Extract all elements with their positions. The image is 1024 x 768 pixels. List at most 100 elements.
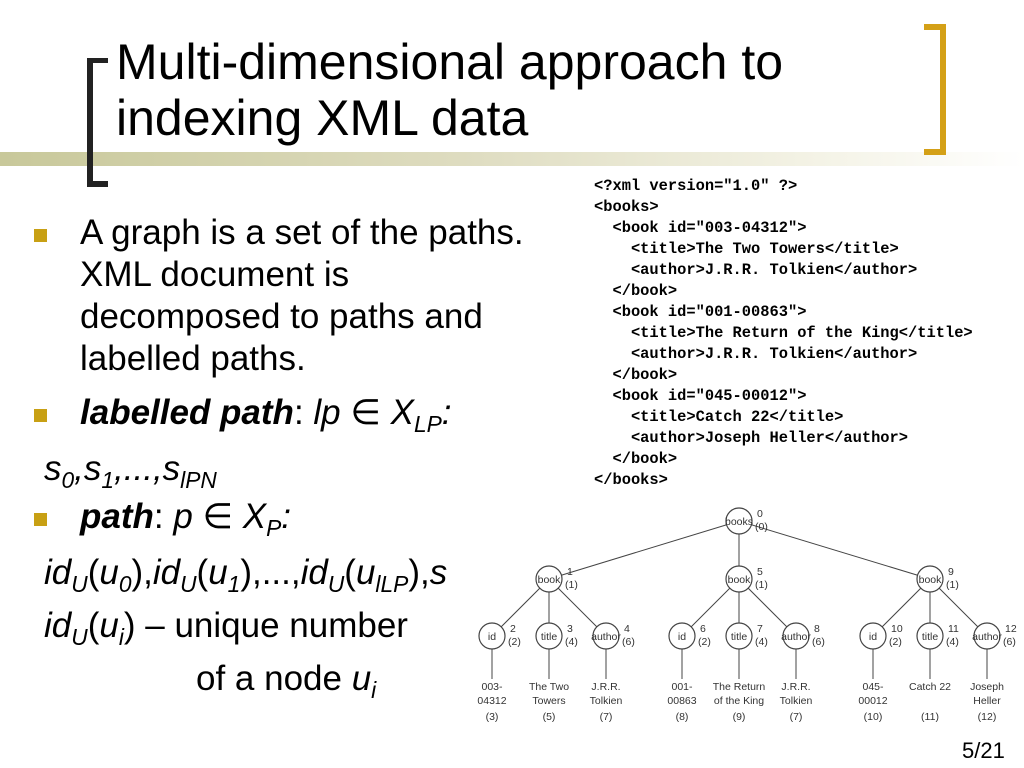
tree-node-books-circle xyxy=(725,507,753,535)
tree-node-author-id: 8 xyxy=(814,623,820,635)
title-band xyxy=(0,152,1024,166)
tree-node-title-num: (4) xyxy=(565,636,578,648)
path-sequence: idU(u0),idU(u1),...,idU(ulLP),s xyxy=(44,553,448,597)
edge-root-book xyxy=(738,520,931,580)
tree-node-title-id: 3 xyxy=(567,623,573,635)
tree-node-id-id: 2 xyxy=(510,623,516,635)
tree-node-title-label: title xyxy=(541,631,558,643)
tree-value-line: Heller xyxy=(973,695,1001,707)
tree-node-author-id: 12 xyxy=(1005,623,1017,635)
tree-value-line: of the King xyxy=(714,695,764,707)
tree-value-line: The Return xyxy=(713,681,766,693)
tree-value-line: Tolkien xyxy=(780,695,813,707)
tree-value-line: Joseph xyxy=(970,681,1004,693)
tree-node-book-num: (1) xyxy=(565,579,578,591)
uid-definition: idU(ui) – unique number xyxy=(44,606,408,650)
tree-node-title-num: (4) xyxy=(755,636,768,648)
tree-node-books-label: books xyxy=(725,516,753,528)
tree-node-book-label: book xyxy=(919,574,943,586)
tree-node-title-label: title xyxy=(922,631,939,643)
tree-node-id-num: (2) xyxy=(889,636,902,648)
tree-node-author-circle xyxy=(592,622,620,650)
tree-node-book-id: 9 xyxy=(948,566,954,578)
tree-value-num: (7) xyxy=(600,711,613,723)
xml-code-block: <?xml version="1.0" ?> <books> <book id=… xyxy=(594,177,973,489)
tree-value-line: 001- xyxy=(671,681,693,693)
tree-node-title-circle xyxy=(916,622,944,650)
labelled-path-term: labelled path xyxy=(80,393,294,432)
tree-node-book-circle xyxy=(535,565,563,593)
tree-value-line: 00012 xyxy=(858,695,887,707)
uid-description: – unique number xyxy=(145,606,408,645)
tree-value-line: J.R.R. xyxy=(781,681,810,693)
path-term: path xyxy=(80,497,154,536)
tree-node-book-label: book xyxy=(538,574,562,586)
tree-value-line: The Two xyxy=(529,681,569,693)
tree-value-line: Catch 22 xyxy=(909,681,951,693)
tree-value-num: (9) xyxy=(733,711,746,723)
tree-node-id-num: (2) xyxy=(508,636,521,648)
tree-node-author-label: author xyxy=(591,631,621,643)
tree-value-line: 04312 xyxy=(477,695,506,707)
bullet-marker xyxy=(34,409,47,422)
tree-node-book-label: book xyxy=(728,574,752,586)
tree-node-title-circle xyxy=(535,622,563,650)
tree-node-id-circle xyxy=(859,622,887,650)
page-number: 5/21 xyxy=(962,738,1005,763)
tree-value-line: 045- xyxy=(862,681,884,693)
tree-node-author-label: author xyxy=(781,631,811,643)
tree-node-books-num: (0) xyxy=(755,521,768,533)
bullet-graph-paths: A graph is a set of the paths. XML docum… xyxy=(80,213,524,378)
tree-node-author-circle xyxy=(782,622,810,650)
tree-node-title-num: (4) xyxy=(946,636,959,648)
tree-node-id-id: 6 xyxy=(700,623,706,635)
tree-node-author-label: author xyxy=(972,631,1002,643)
tree-node-title-id: 11 xyxy=(948,623,959,635)
uid-description-2: of a node xyxy=(196,659,342,698)
tree-node-book-circle xyxy=(916,565,944,593)
tree-node-book-id: 1 xyxy=(567,566,573,578)
tree-node-author-id: 4 xyxy=(624,623,630,635)
tree-value-num: (5) xyxy=(543,711,556,723)
bullet-path: path: p ∈ XP: xyxy=(80,497,292,541)
slide-title: Multi-dimensional approach to indexing X… xyxy=(116,34,784,146)
bullet-marker xyxy=(34,513,47,526)
tree-value-line: 003- xyxy=(481,681,503,693)
tree-value-line: J.R.R. xyxy=(591,681,620,693)
tree-value-num: (12) xyxy=(978,711,997,723)
tree-value-num: (7) xyxy=(790,711,803,723)
bullet-labelled-path: labelled path: lp ∈ XLP: xyxy=(80,393,452,437)
tree-value-line: Towers xyxy=(532,695,565,707)
tree-node-id-circle xyxy=(668,622,696,650)
tree-node-id-label: id xyxy=(869,631,877,643)
tree-node-title-label: title xyxy=(731,631,748,643)
edge-root-book xyxy=(548,520,740,580)
tree-node-author-num: (6) xyxy=(622,636,635,648)
tree-value-line: Tolkien xyxy=(590,695,623,707)
tree-value-num: (8) xyxy=(676,711,689,723)
uid-definition-cont: of a node ui xyxy=(196,659,377,703)
tree-node-id-label: id xyxy=(678,631,686,643)
left-bracket xyxy=(87,58,108,187)
tree-value-line: 00863 xyxy=(667,695,696,707)
tree-node-books-id: 0 xyxy=(757,508,763,520)
labelled-path-sequence: s0,s1,...,slPN xyxy=(44,449,217,493)
tree-node-id-label: id xyxy=(488,631,496,643)
tree-node-book-num: (1) xyxy=(946,579,959,591)
tree-node-book-id: 5 xyxy=(757,566,763,578)
tree-node-author-num: (6) xyxy=(812,636,825,648)
tree-value-num: (11) xyxy=(921,711,939,723)
tree-node-title-id: 7 xyxy=(757,623,763,635)
tree-node-id-id: 10 xyxy=(891,623,903,635)
tree-node-title-circle xyxy=(725,622,753,650)
tree-node-book-circle xyxy=(725,565,753,593)
tree-node-author-num: (6) xyxy=(1003,636,1016,648)
tree-node-id-num: (2) xyxy=(698,636,711,648)
bullet-marker xyxy=(34,229,47,242)
tree-node-book-num: (1) xyxy=(755,579,768,591)
tree-value-num: (3) xyxy=(486,711,499,723)
tree-node-author-circle xyxy=(973,622,1001,650)
right-bracket xyxy=(924,24,946,155)
tree-node-id-circle xyxy=(478,622,506,650)
